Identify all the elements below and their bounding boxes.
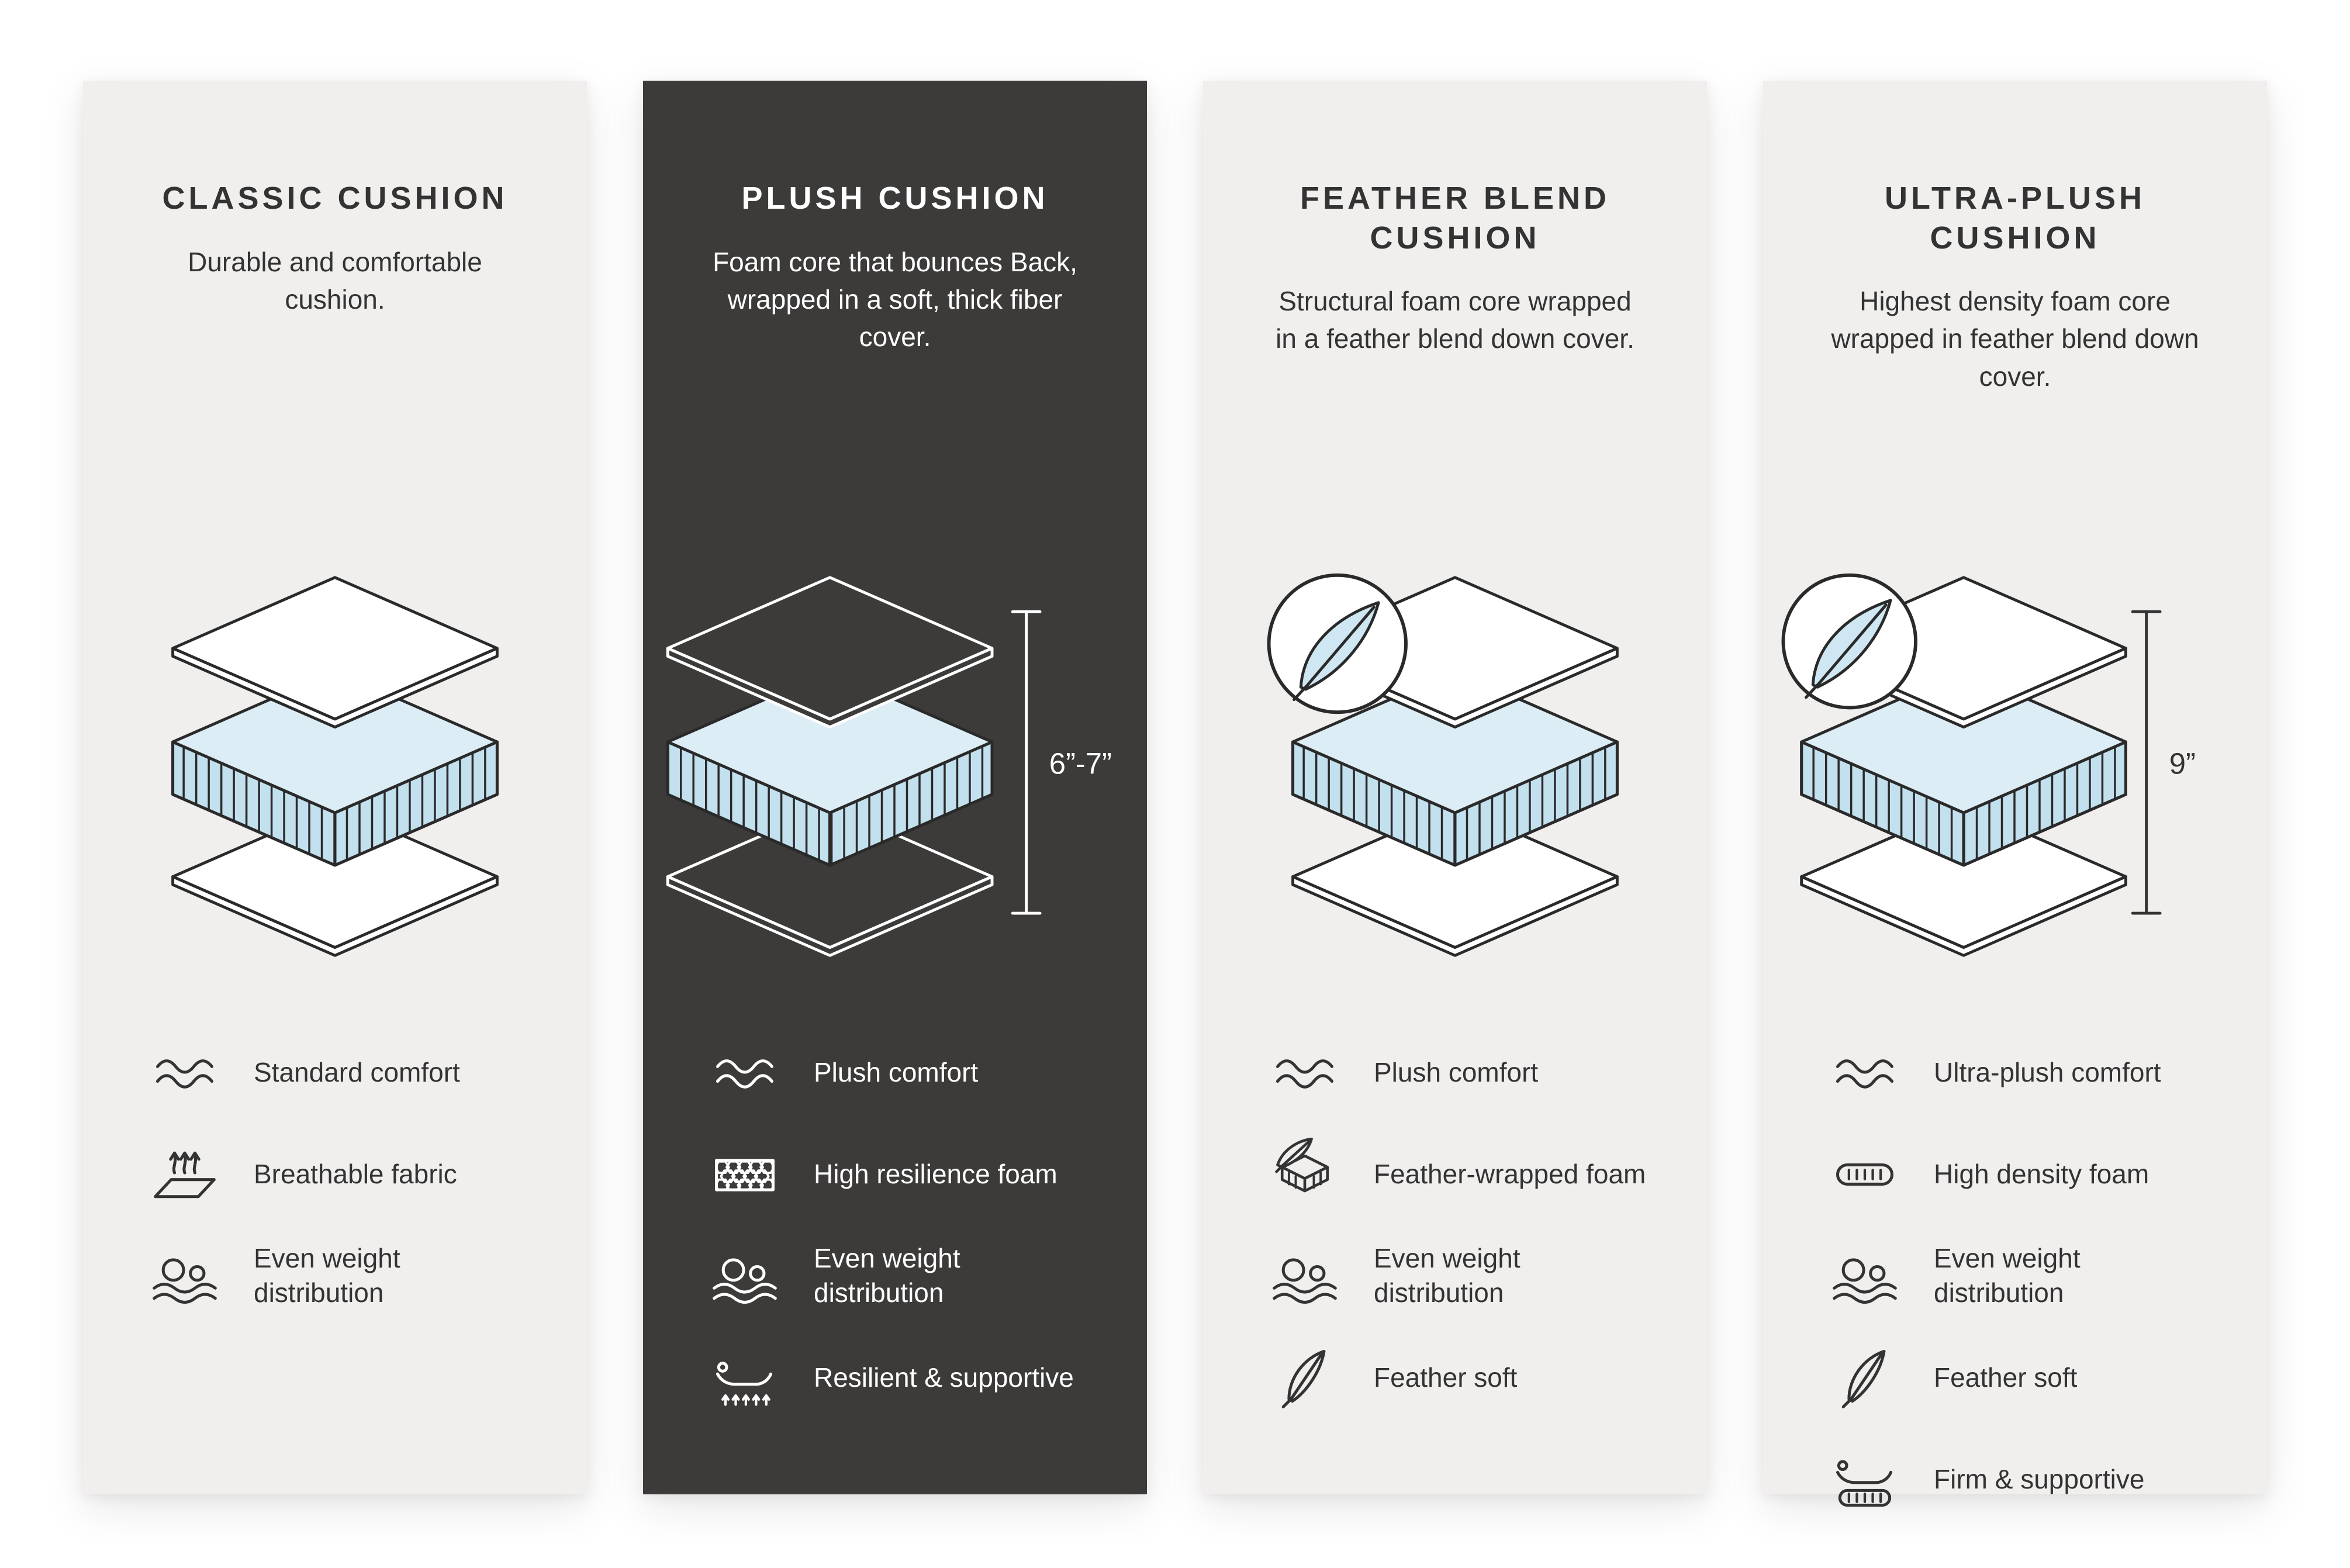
feather-badge xyxy=(1267,573,1408,714)
feature-list: Plush comfort High resilience foam Even … xyxy=(643,1036,1147,1414)
feature-label: High density foam xyxy=(1934,1158,2149,1189)
feature-label: Breathable fabric xyxy=(254,1158,457,1189)
card-classic-cushion: CLASSIC CUSHION Durable and comfortable … xyxy=(83,81,587,1494)
resilient-supportive-icon xyxy=(709,1341,781,1414)
card-feather-blend-cushion: FEATHER BLEND CUSHION Structural foam co… xyxy=(1203,81,1707,1494)
base-layer xyxy=(1291,804,1619,957)
feature-label: Plush comfort xyxy=(814,1056,979,1087)
card-description: Structural foam core wrapped in a feathe… xyxy=(1276,286,1634,354)
card-plush-cushion: PLUSH CUSHION Foam core that bounces Bac… xyxy=(643,81,1147,1494)
feature-row: Feather-wrapped foam xyxy=(1269,1138,1689,1210)
feature-row: Even weight distribution xyxy=(709,1239,1129,1312)
feature-list: Standard comfort Breathable fabric Even … xyxy=(83,1036,587,1312)
card-header: CLASSIC CUSHION Durable and comfortable … xyxy=(83,179,587,530)
weight-distribution-icon xyxy=(148,1239,221,1312)
card-header: ULTRA-PLUSH CUSHION Highest density foam… xyxy=(1763,179,2267,530)
height-measure xyxy=(2131,610,2162,915)
feature-row: Plush comfort xyxy=(1269,1036,1689,1108)
feature-row: Even weight distribution xyxy=(148,1239,569,1312)
weight-distribution-icon xyxy=(1269,1239,1341,1312)
feather-wrapped-foam-icon xyxy=(1269,1138,1341,1210)
card-ultra-plush-cushion: ULTRA-PLUSH CUSHION Highest density foam… xyxy=(1763,81,2267,1494)
card-header: PLUSH CUSHION Foam core that bounces Bac… xyxy=(643,179,1147,530)
base-layer xyxy=(171,804,499,957)
breathable-fabric-icon xyxy=(148,1138,221,1210)
high-density-foam-icon xyxy=(1829,1138,1901,1210)
layered-cushion-illustration xyxy=(171,576,499,957)
foam-core-layer xyxy=(666,669,994,867)
cushion-layers-diagram: 9” xyxy=(1763,530,2267,1009)
cushion-layers-diagram xyxy=(83,530,587,1009)
feature-label: Feather soft xyxy=(1934,1362,2078,1393)
waves-icon xyxy=(148,1036,221,1108)
card-title: ULTRA-PLUSH CUSHION xyxy=(1885,181,2145,255)
weight-distribution-icon xyxy=(1829,1239,1901,1312)
feature-row: High resilience foam xyxy=(709,1138,1129,1210)
feature-label: Ultra-plush comfort xyxy=(1934,1056,2161,1087)
base-layer xyxy=(666,804,994,957)
feature-row: Plush comfort xyxy=(709,1036,1129,1108)
foam-core-layer xyxy=(1800,669,2127,867)
card-description: Foam core that bounces Back, wrapped in … xyxy=(713,246,1077,353)
feature-list: Plush comfort Feather-wrapped foam Even … xyxy=(1203,1036,1707,1414)
feature-label: Resilient & supportive xyxy=(814,1362,1074,1393)
cushion-layers-diagram: 6”-7” xyxy=(643,530,1147,1009)
feature-row: Resilient & supportive xyxy=(709,1341,1129,1414)
feature-label: Feather soft xyxy=(1374,1362,1518,1393)
feature-row: Ultra-plush comfort xyxy=(1829,1036,2249,1108)
card-description: Highest density foam core wrapped in fea… xyxy=(1831,286,2199,392)
feature-row: Even weight distribution xyxy=(1829,1239,2249,1312)
top-cover-layer xyxy=(666,576,994,729)
feature-label: Standard comfort xyxy=(254,1056,460,1087)
waves-icon xyxy=(709,1036,781,1108)
feature-row: Breathable fabric xyxy=(148,1138,569,1210)
weight-distribution-icon xyxy=(709,1239,781,1312)
foam-core-layer xyxy=(171,669,499,867)
feature-row: Feather soft xyxy=(1829,1341,2249,1414)
card-header: FEATHER BLEND CUSHION Structural foam co… xyxy=(1203,179,1707,530)
layered-cushion-illustration xyxy=(1267,573,1619,957)
card-title: CLASSIC CUSHION xyxy=(162,181,508,216)
feature-row: Even weight distribution xyxy=(1269,1239,1689,1312)
feature-row: Standard comfort xyxy=(148,1036,569,1108)
cushion-layers-diagram xyxy=(1203,530,1707,1009)
layered-cushion-illustration: 6”-7” xyxy=(666,576,1112,957)
feature-label: High resilience foam xyxy=(814,1158,1058,1189)
feature-label: Even weight distribution xyxy=(1934,1243,2081,1308)
waves-icon xyxy=(1829,1036,1901,1108)
feature-label: Feather-wrapped foam xyxy=(1374,1158,1646,1189)
card-title: FEATHER BLEND CUSHION xyxy=(1300,181,1610,255)
base-layer xyxy=(1800,804,2127,957)
feature-row: Feather soft xyxy=(1269,1341,1689,1414)
cushion-comparison-board: CLASSIC CUSHION Durable and comfortable … xyxy=(83,81,2267,1494)
feature-label: Even weight distribution xyxy=(814,1243,960,1308)
top-cover-layer xyxy=(171,576,499,729)
height-measure-label: 6”-7” xyxy=(1049,747,1112,780)
height-measure xyxy=(1011,610,1042,915)
firm-supportive-icon xyxy=(1829,1443,1901,1515)
feature-label: Even weight distribution xyxy=(1374,1243,1520,1308)
feather-badge-icon xyxy=(1292,601,1380,702)
honeycomb-foam-icon xyxy=(709,1138,781,1210)
feature-label: Plush comfort xyxy=(1374,1056,1539,1087)
feature-list: Ultra-plush comfort High density foam Ev… xyxy=(1763,1036,2267,1515)
feather-badge xyxy=(1781,573,1917,710)
feather-badge-icon xyxy=(1805,599,1892,699)
feather-icon xyxy=(1829,1341,1901,1414)
height-measure-label: 9” xyxy=(2169,747,2196,780)
card-description: Durable and comfortable cushion. xyxy=(188,246,482,315)
waves-icon xyxy=(1269,1036,1341,1108)
feature-row: High density foam xyxy=(1829,1138,2249,1210)
feature-row: Firm & supportive xyxy=(1829,1443,2249,1515)
feature-label: Even weight distribution xyxy=(254,1243,400,1308)
feature-label: Firm & supportive xyxy=(1934,1463,2145,1494)
foam-core-layer xyxy=(1291,669,1619,867)
layered-cushion-illustration: 9” xyxy=(1781,573,2196,957)
feather-icon xyxy=(1269,1341,1341,1414)
card-title: PLUSH CUSHION xyxy=(741,181,1049,216)
